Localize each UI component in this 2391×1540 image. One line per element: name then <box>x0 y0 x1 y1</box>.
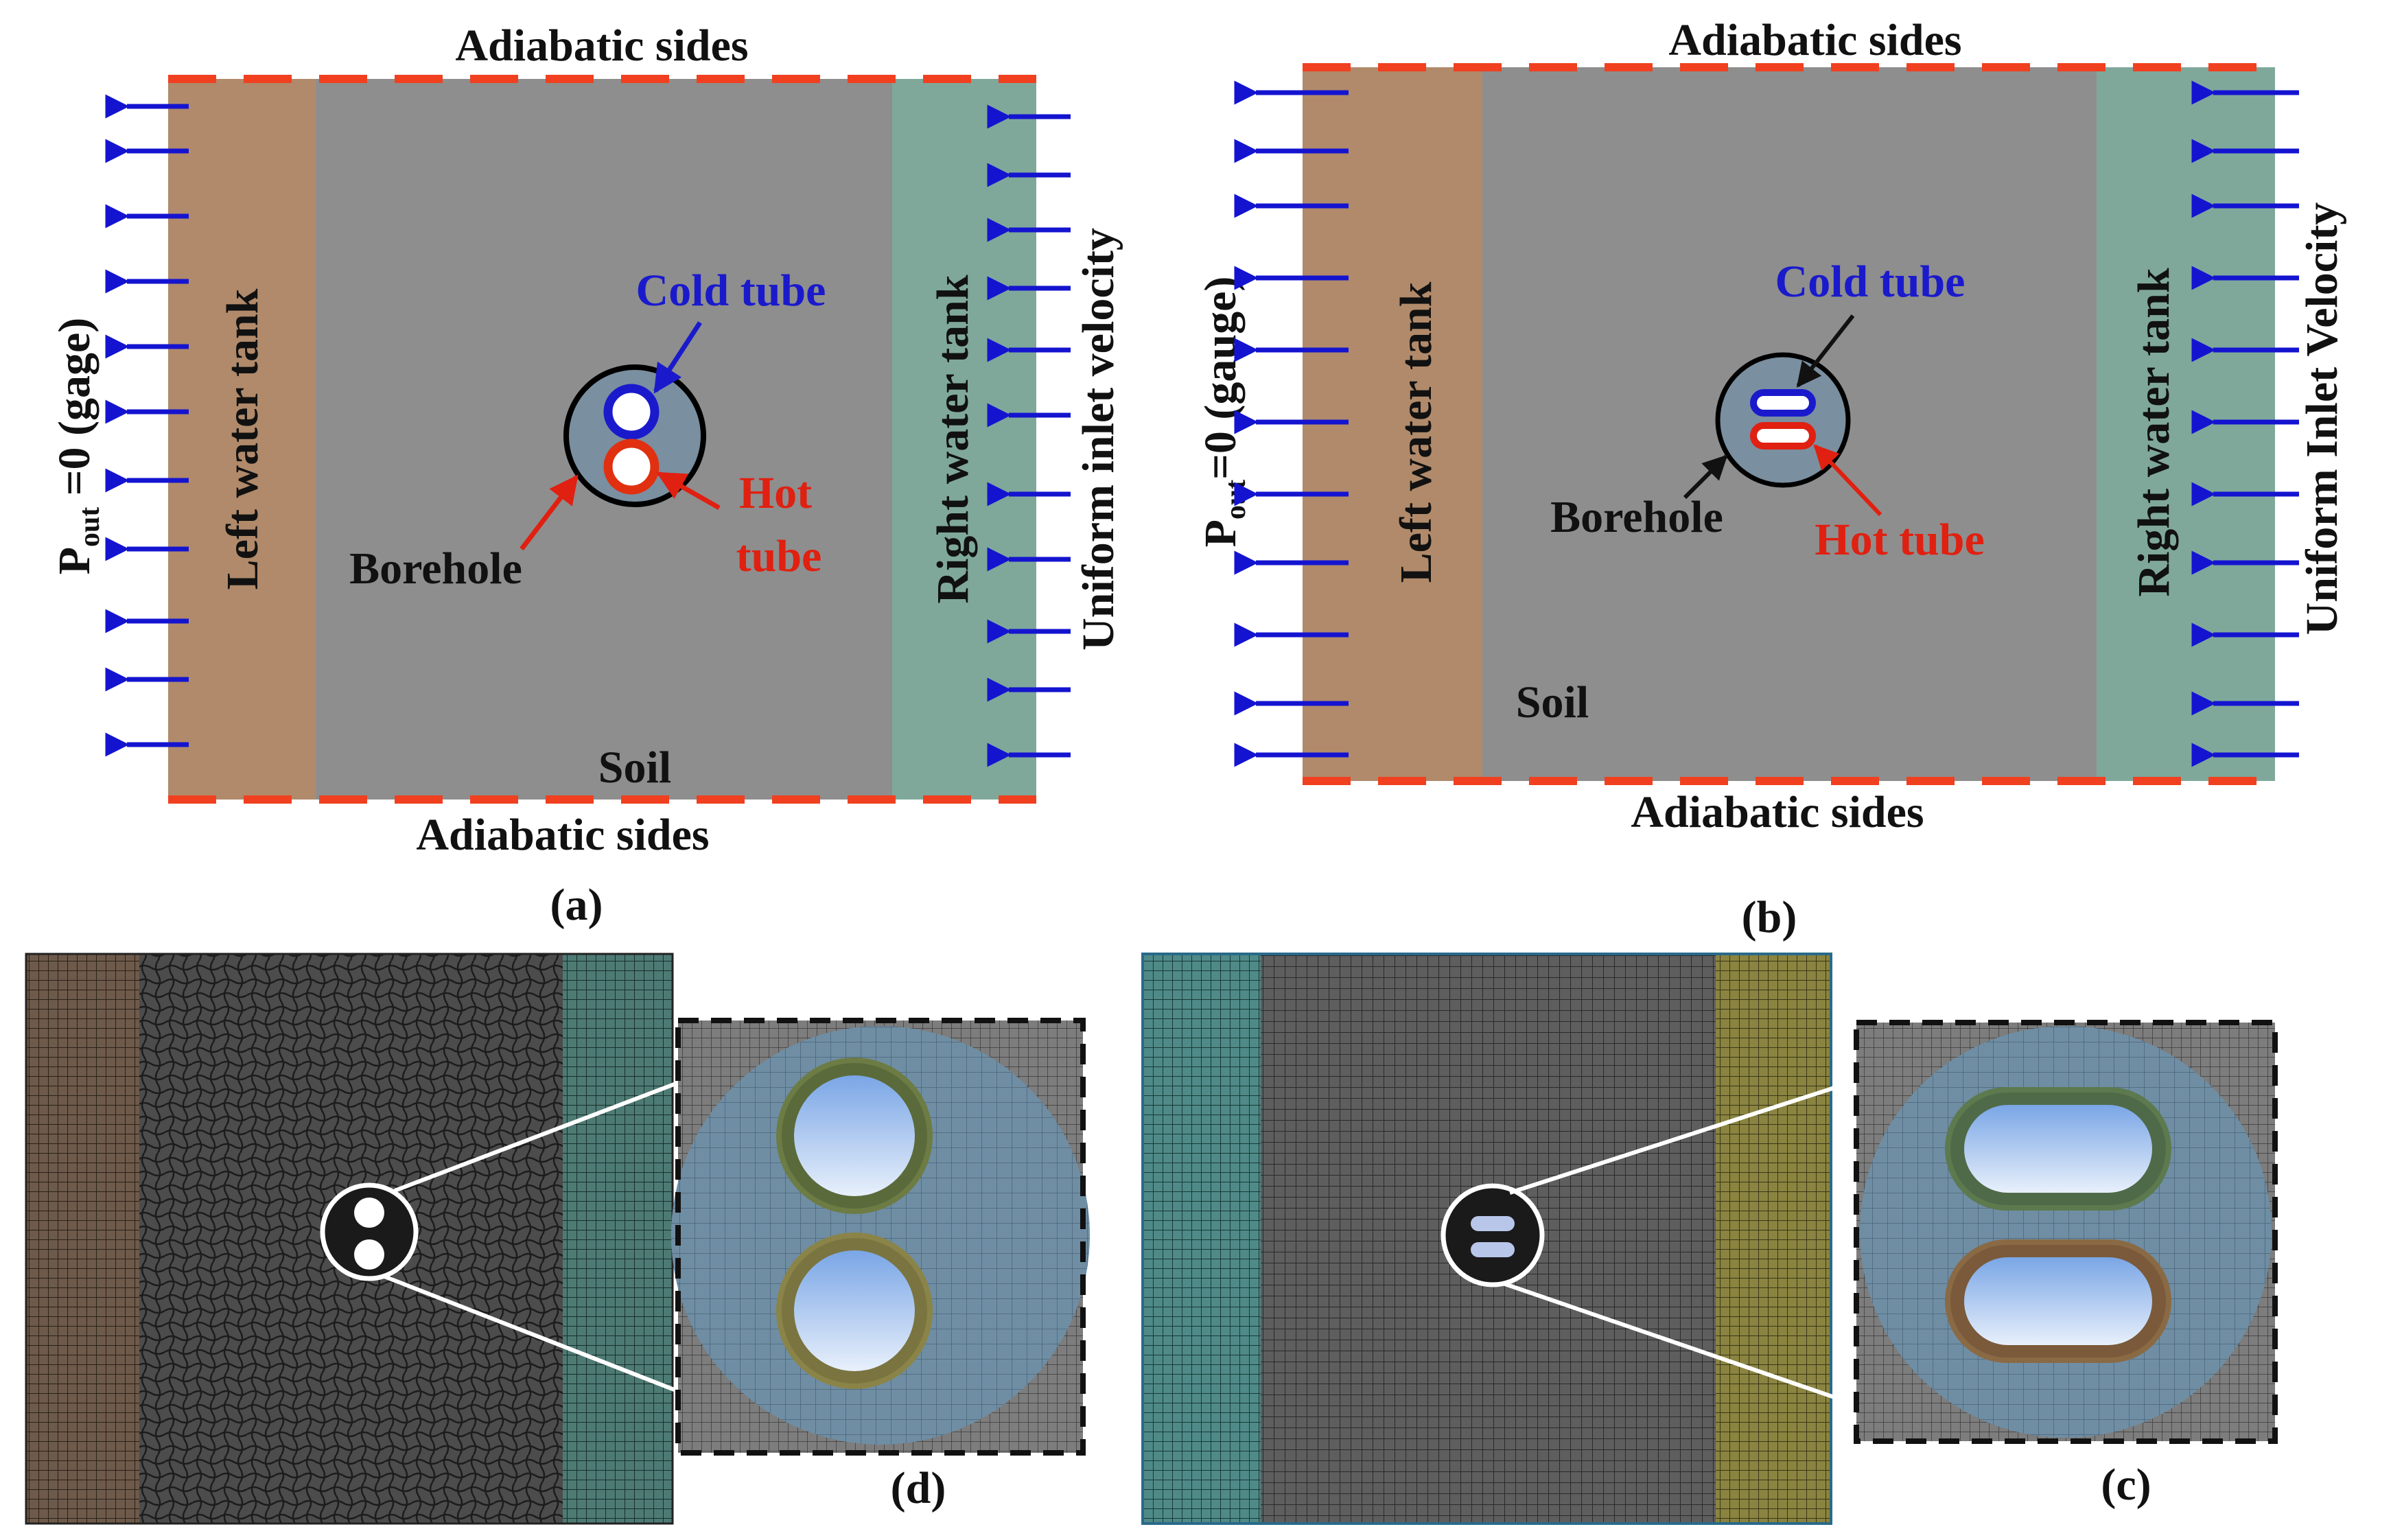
caption-c: (c) <box>2101 1460 2151 1510</box>
panel-c-mesh: (c) <box>1141 953 2278 1525</box>
hot-tube-pointer <box>656 471 721 511</box>
cold-tube-pointer <box>1796 314 1855 388</box>
adiabatic-bottom-label: Adiabatic sides <box>1631 787 1924 837</box>
hot-tube-slot <box>1750 422 1816 450</box>
left-water-tank-label: Left water tank <box>218 288 268 590</box>
right-water-tank-label: Right water tank <box>2129 268 2179 596</box>
outlet-pressure-p: P <box>49 547 100 574</box>
outlet-arrows <box>105 94 189 757</box>
inlet-velocity-label: Uniform Inlet Velocity <box>2297 202 2347 635</box>
cold-tube-label: Cold tube <box>1775 257 1966 307</box>
borehole-circle <box>1715 352 1851 488</box>
caption-d: (d) <box>891 1463 946 1513</box>
borehole-mesh-circle <box>320 1182 419 1281</box>
borehole-label: Borehole <box>1550 492 1723 542</box>
soil-label: Soil <box>598 743 671 793</box>
mesh-left-tank <box>1143 954 1261 1524</box>
borehole-mesh-circle <box>1441 1183 1545 1287</box>
outlet-pressure-label: Pout =0 (gage) <box>49 318 106 575</box>
caption-b: (b) <box>1742 892 1797 942</box>
outlet-pressure-rest: =0 (gage) <box>49 318 100 507</box>
zoom-frame <box>675 1018 1086 1456</box>
inlet-velocity-label: Uniform inlet velocity <box>1073 228 1123 651</box>
inlet-arrows <box>2191 80 2299 767</box>
zoom-inset-c <box>1854 1020 2278 1444</box>
borehole-label: Borehole <box>349 544 522 594</box>
zoom-inset-d <box>671 1018 1090 1456</box>
panel-a: Adiabatic sides Adiabatic sides Soil Lef… <box>49 21 1123 930</box>
zoom-frame <box>1854 1020 2278 1444</box>
mesh-right-tank <box>563 954 673 1524</box>
zoom-tube-bore-upper <box>1964 1105 2152 1193</box>
outlet-arrows <box>1234 80 1349 767</box>
left-water-tank-label: Left water tank <box>1391 281 1441 583</box>
tube-hole-upper <box>354 1198 384 1228</box>
cold-tube-ring <box>603 384 660 440</box>
mesh-left-tank <box>26 954 139 1524</box>
mesh-right-tank <box>1716 954 1831 1524</box>
outlet-pressure-sub: out <box>74 507 106 547</box>
soil-label: Soil <box>1516 677 1589 727</box>
right-water-tank-label: Right water tank <box>928 275 978 603</box>
adiabatic-bottom-label: Adiabatic sides <box>416 810 709 860</box>
cold-tube-label: Cold tube <box>636 266 826 316</box>
tube-hole-lower <box>354 1239 384 1270</box>
mesh-frame <box>1141 953 1832 1525</box>
right-water-tank-region <box>892 79 1036 800</box>
outlet-pressure-label: Pout=0 (gauge) <box>1196 277 1252 548</box>
cold-tube-pointer <box>653 321 702 394</box>
cold-tube-slot <box>1750 389 1816 417</box>
hot-tube-label-line2: tube <box>736 531 822 581</box>
tube-slot-upper <box>1471 1216 1515 1231</box>
caption-a: (a) <box>550 880 603 930</box>
outlet-pressure-rest: =0 (gauge) <box>1196 277 1246 480</box>
zoom-tube-bore-upper <box>794 1075 915 1196</box>
panel-d-mesh: (d) <box>25 953 1090 1525</box>
adiabatic-top-label: Adiabatic sides <box>1668 15 1961 65</box>
zoom-tube-bore-lower <box>794 1250 915 1371</box>
borehole-pointer <box>520 474 579 551</box>
hot-tube-pointer <box>1813 444 1882 517</box>
hot-tube-label-line1: Hot <box>739 468 812 518</box>
zoom-tube-bore-lower <box>1964 1257 2152 1345</box>
tube-slot-lower <box>1471 1242 1515 1257</box>
hot-tube-ring <box>603 439 660 495</box>
hot-tube-label: Hot tube <box>1815 515 1985 565</box>
inlet-arrows <box>987 104 1071 767</box>
borehole-pointer <box>1683 454 1728 500</box>
adiabatic-top-label: Adiabatic sides <box>455 21 748 71</box>
outlet-pressure-p: P <box>1196 520 1246 547</box>
left-water-tank-region <box>168 79 316 800</box>
outlet-pressure-sub: out <box>1220 480 1252 520</box>
panel-b: Adiabatic sides Adiabatic sides Soil Lef… <box>1196 15 2347 942</box>
zoom-borehole <box>671 1026 1090 1445</box>
